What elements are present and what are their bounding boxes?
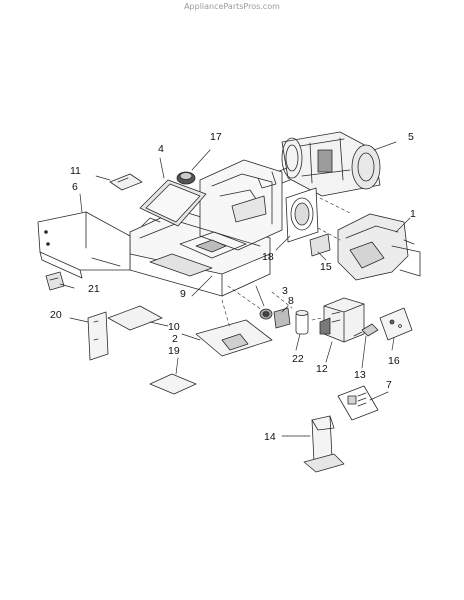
leader-lines (59, 141, 411, 437)
callout-10: 10 (168, 321, 180, 333)
vent-housing (337, 213, 421, 281)
callout-5: 5 (408, 131, 414, 143)
wiring-card (337, 385, 379, 421)
blower-motor-assembly (276, 131, 381, 197)
callout-20: 20 (50, 309, 62, 321)
callout-12: 12 (316, 363, 328, 375)
relay (273, 307, 291, 329)
callout-3: 3 (282, 285, 288, 297)
small-plate (309, 233, 331, 257)
callout-19: 19 (168, 345, 180, 357)
bracket-panel (87, 311, 109, 361)
callout-14: 14 (264, 431, 276, 443)
callout-18: 18 (262, 251, 274, 263)
side-panel (37, 211, 131, 279)
callout-7: 7 (386, 379, 392, 391)
diode (353, 323, 379, 337)
fan-cover (285, 187, 319, 243)
callout-21: 21 (88, 283, 100, 295)
capacitor-tube (295, 310, 309, 335)
bottom-cover (195, 319, 273, 357)
duct-stand (303, 415, 345, 473)
door-switch (45, 271, 65, 291)
label-plate (109, 173, 143, 191)
pad (149, 373, 197, 395)
callout-9: 9 (180, 288, 186, 300)
callout-17: 17 (210, 131, 222, 143)
main-chassis (129, 159, 283, 297)
callout-22: 22 (292, 353, 304, 365)
callout-1: 1 (410, 208, 416, 220)
callout-8: 8 (288, 295, 294, 307)
callout-6: 6 (72, 181, 78, 193)
callout-11: 11 (70, 165, 81, 177)
watermark: AppliancePartsPros.com (184, 2, 280, 11)
control-board (379, 307, 413, 341)
filter-panel (139, 179, 207, 227)
transformer (319, 297, 365, 343)
callout-16: 16 (388, 355, 400, 367)
callout-13: 13 (354, 369, 366, 381)
assembly-dash-lines (221, 197, 353, 329)
callout-15: 15 (320, 261, 332, 273)
tray-plate (107, 305, 163, 331)
callout-4: 4 (158, 143, 164, 155)
callout-2: 2 (172, 333, 178, 345)
lamp-socket (259, 308, 273, 320)
thermal-fuse (176, 171, 196, 185)
